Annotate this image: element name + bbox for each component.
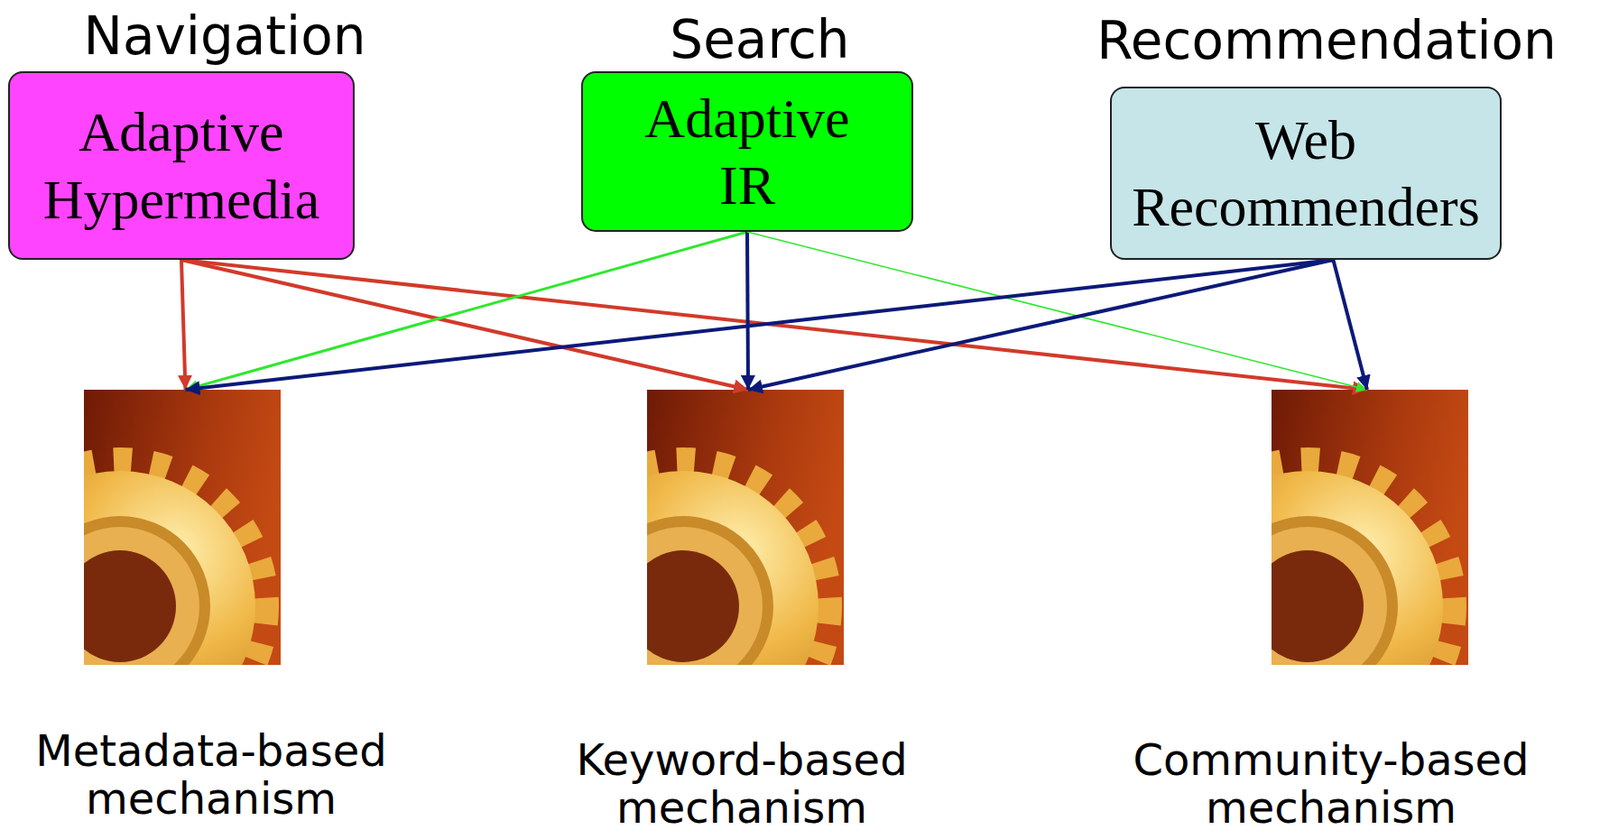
box-label: Web Recommenders xyxy=(1131,106,1480,241)
mechanism-node: Metadata-based mechanism xyxy=(83,389,281,666)
section-heading: Search xyxy=(669,11,850,70)
connector-arrow xyxy=(747,231,749,390)
connector-arrow xyxy=(1332,259,1368,390)
connector-arrow xyxy=(181,259,749,390)
mechanism-label: Community-based mechanism xyxy=(1114,736,1548,833)
box-label: Adaptive Hypermedia xyxy=(43,98,320,233)
gear-picture xyxy=(0,389,281,753)
mechanism-node: Community-based mechanism xyxy=(1271,389,1469,666)
mechanism-node: Keyword-based mechanism xyxy=(647,389,844,666)
category-box: SearchAdaptive IR xyxy=(581,71,914,232)
category-box: NavigationAdaptive Hypermedia xyxy=(8,71,355,260)
box-label: Adaptive IR xyxy=(644,84,850,220)
mechanism-label: Keyword-based mechanism xyxy=(525,736,959,833)
connector-arrow xyxy=(181,259,1368,390)
gear-picture xyxy=(1161,389,1469,753)
connector-arrow xyxy=(181,259,185,390)
connector-arrow xyxy=(748,259,1333,390)
category-box: RecommendationWeb Recommenders xyxy=(1109,86,1502,260)
gear-picture xyxy=(536,389,844,753)
connector-arrow xyxy=(184,259,1333,390)
section-heading: Recommendation xyxy=(1096,12,1557,71)
mechanism-label: Metadata-based mechanism xyxy=(0,727,428,824)
section-heading: Navigation xyxy=(83,8,367,66)
